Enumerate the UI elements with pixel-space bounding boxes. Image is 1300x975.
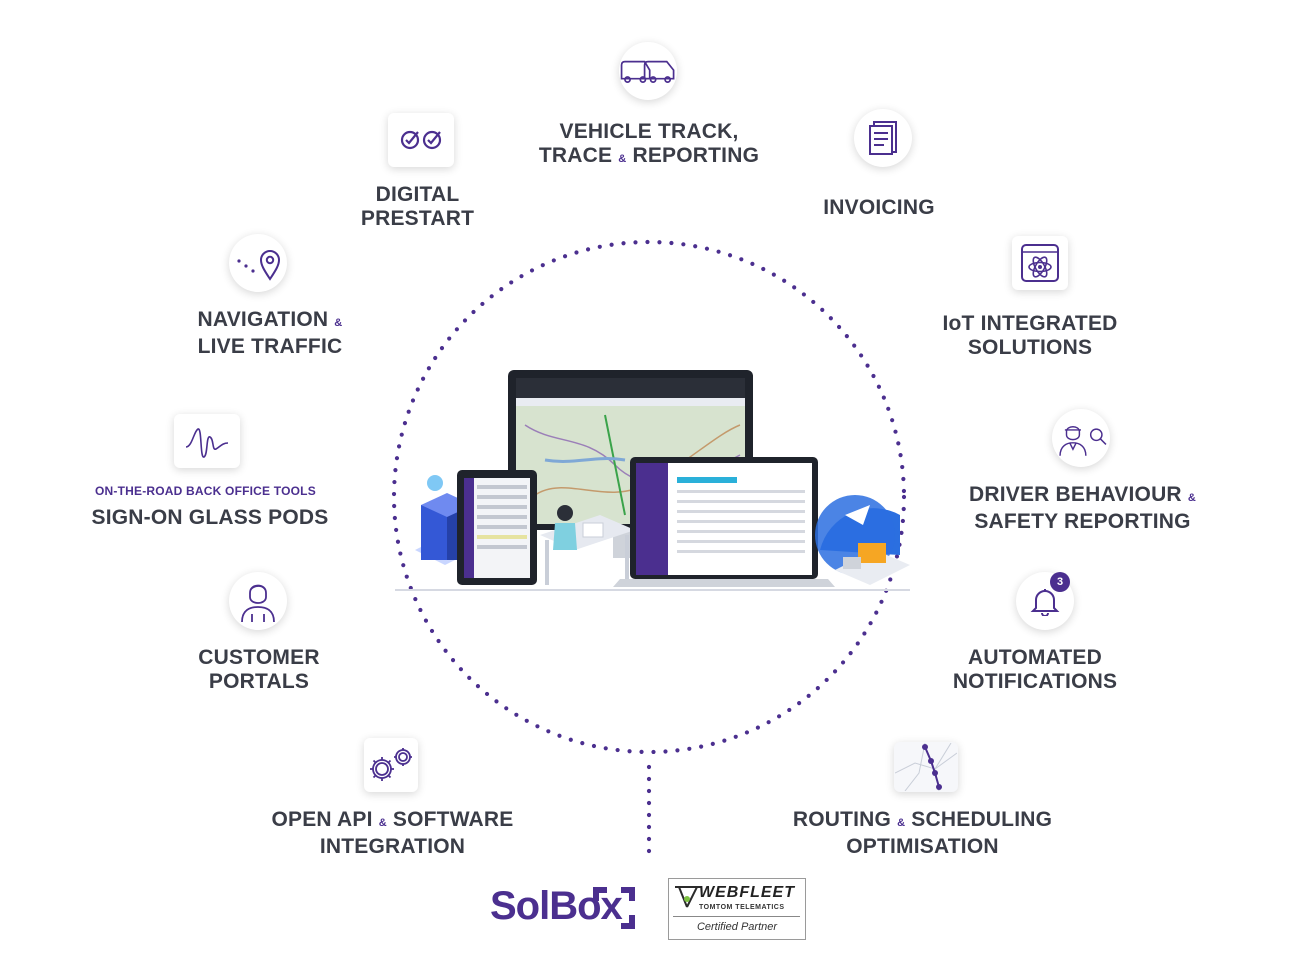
open-api-label: OPEN API & SOFTWARE INTEGRATION (271, 808, 514, 858)
vehicle-track-label: VEHICLE TRACK, TRACE & REPORTING (538, 120, 760, 167)
sign-on-glass-label: SIGN-ON GLASS PODS (91, 506, 329, 529)
signature-icon (174, 414, 240, 468)
atom-icon (1012, 236, 1068, 290)
vans-icon (619, 42, 677, 100)
webfleet-mark-icon (675, 886, 701, 908)
laptop-illustration (613, 457, 835, 587)
tablet-illustration (457, 470, 537, 585)
document-icon (854, 109, 912, 167)
driver-search-icon (1052, 409, 1110, 467)
routing-label: ROUTING & SCHEDULING OPTIMISATION (792, 808, 1053, 858)
webfleet-subtitle: TOMTOM TELEMATICS (699, 904, 785, 911)
route-map-icon (894, 742, 958, 792)
gears-icon (364, 738, 418, 792)
webfleet-certified-logo: WEBFLEET TOMTOM TELEMATICS Certified Par… (668, 878, 806, 940)
webfleet-title: WEBFLEET (699, 884, 795, 901)
notification-count-badge: 3 (1050, 572, 1070, 592)
notifications-label: AUTOMATED NOTIFICATIONS (952, 646, 1118, 693)
double-check-icon (388, 113, 454, 167)
solbox-bracket-icon (593, 887, 635, 929)
digital-prestart-label: DIGITAL PRESTART (360, 183, 475, 230)
iot-label: IoT INTEGRATED SOLUTIONS (942, 312, 1118, 359)
invoicing-label: INVOICING (823, 196, 935, 219)
devices-illustration (395, 370, 910, 591)
navigation-label: NAVIGATION & LIVE TRAFFIC (197, 308, 343, 358)
customer-portals-label: CUSTOMER PORTALS (198, 646, 320, 693)
back-office-sub-label: ON-THE-ROAD BACK OFFICE TOOLS (95, 484, 316, 498)
delivery-truck-illustration (815, 495, 910, 585)
driver-behaviour-label: DRIVER BEHAVIOUR & SAFETY REPORTING (968, 483, 1197, 533)
person-desk-illustration (540, 505, 635, 585)
certified-partner-label: Certified Partner (696, 921, 778, 933)
customer-icon (229, 572, 287, 630)
map-pin-icon (229, 234, 287, 292)
